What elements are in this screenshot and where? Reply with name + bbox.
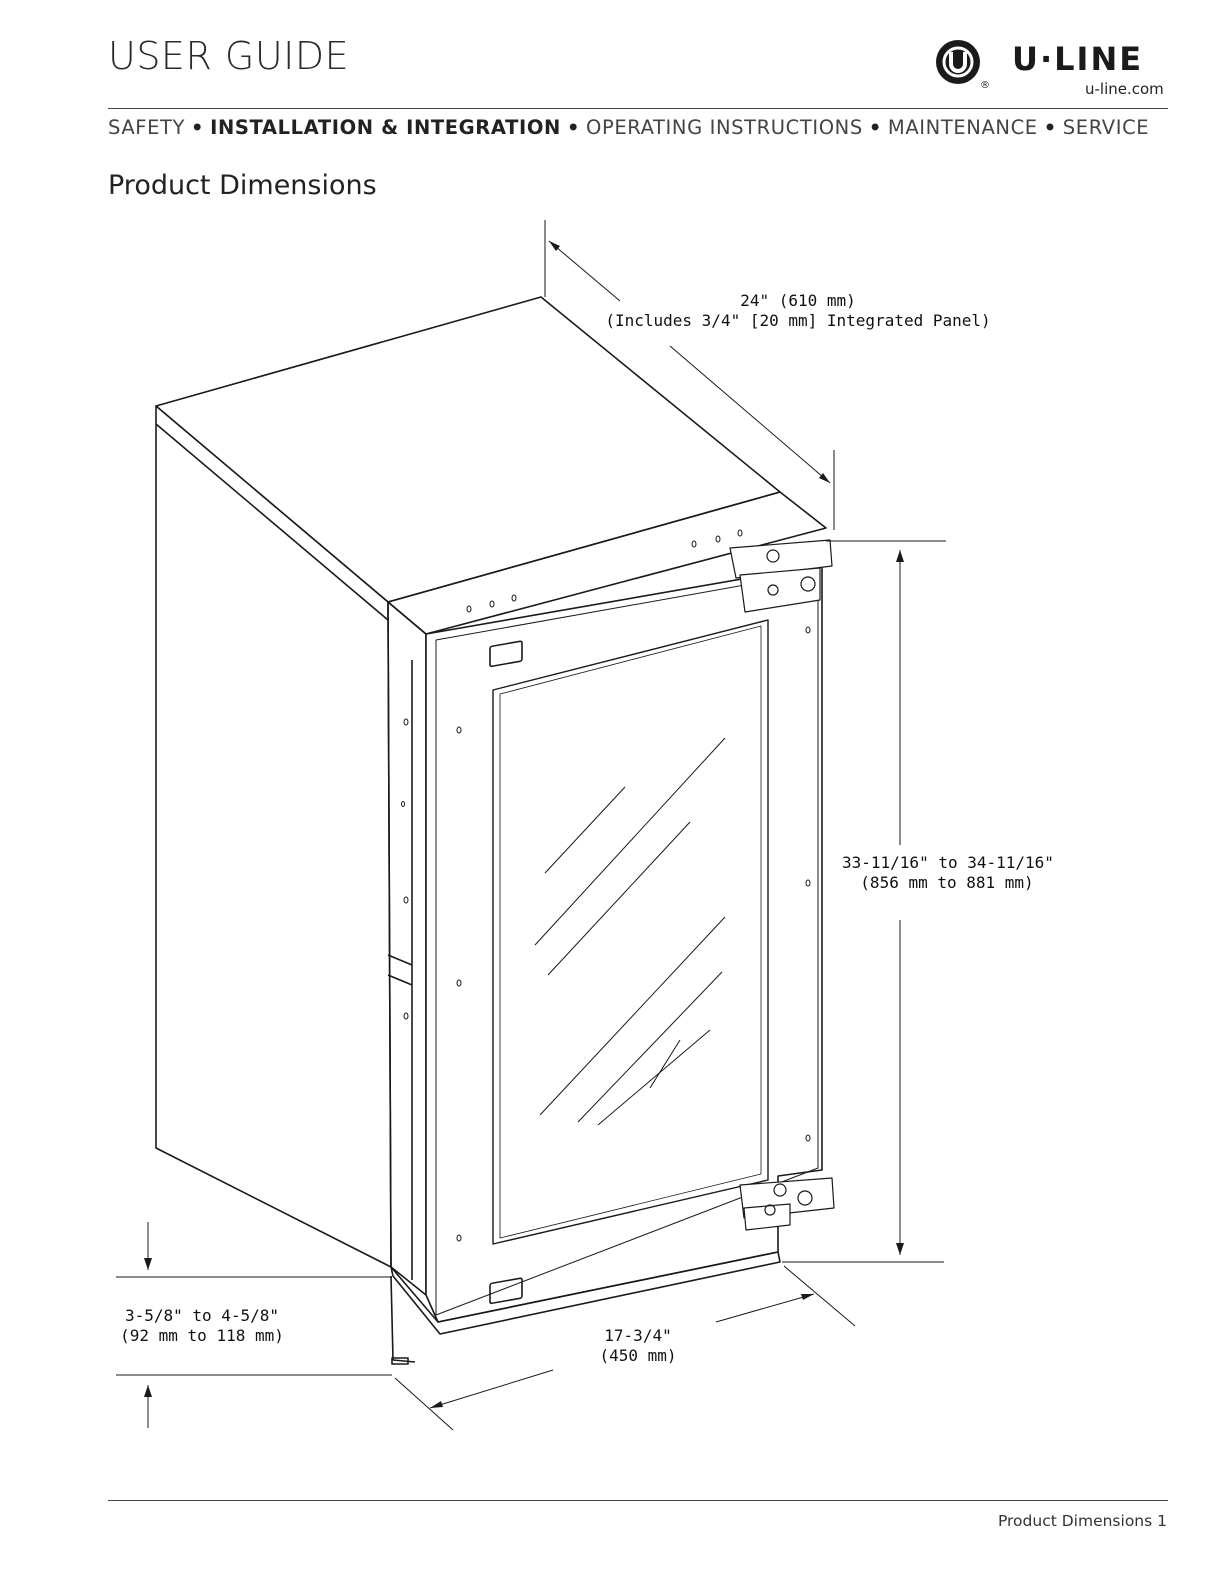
front-left-edge xyxy=(388,602,426,1295)
width-dimension-metric: (450 mm) xyxy=(578,1346,698,1366)
width-dimension: 17-3/4" (450 mm) xyxy=(578,1326,698,1366)
bottom-hinge xyxy=(740,1178,834,1230)
height-dimension-imperial: 33-11/16" to 34-11/16" xyxy=(842,853,1052,873)
kick-dimension: 3-5/8" to 4-5/8" (92 mm to 118 mm) xyxy=(112,1306,292,1346)
depth-dimension: 24" (610 mm) (Includes 3/4" [20 mm] Inte… xyxy=(598,291,998,331)
height-dimension-metric: (856 mm to 881 mm) xyxy=(842,873,1052,893)
kick-dimension-metric: (92 mm to 118 mm) xyxy=(112,1326,292,1346)
width-dimension-imperial: 17-3/4" xyxy=(578,1326,698,1346)
footer-rule xyxy=(108,1500,1168,1501)
kick-dimension-imperial: 3-5/8" to 4-5/8" xyxy=(112,1306,292,1326)
depth-dimension-metric: (Includes 3/4" [20 mm] Integrated Panel) xyxy=(598,311,998,331)
footer-page-label: Product Dimensions 1 xyxy=(998,1512,1167,1530)
height-dimension: 33-11/16" to 34-11/16" (856 mm to 881 mm… xyxy=(842,853,1052,893)
depth-dimension-imperial: 24" (610 mm) xyxy=(598,291,998,311)
